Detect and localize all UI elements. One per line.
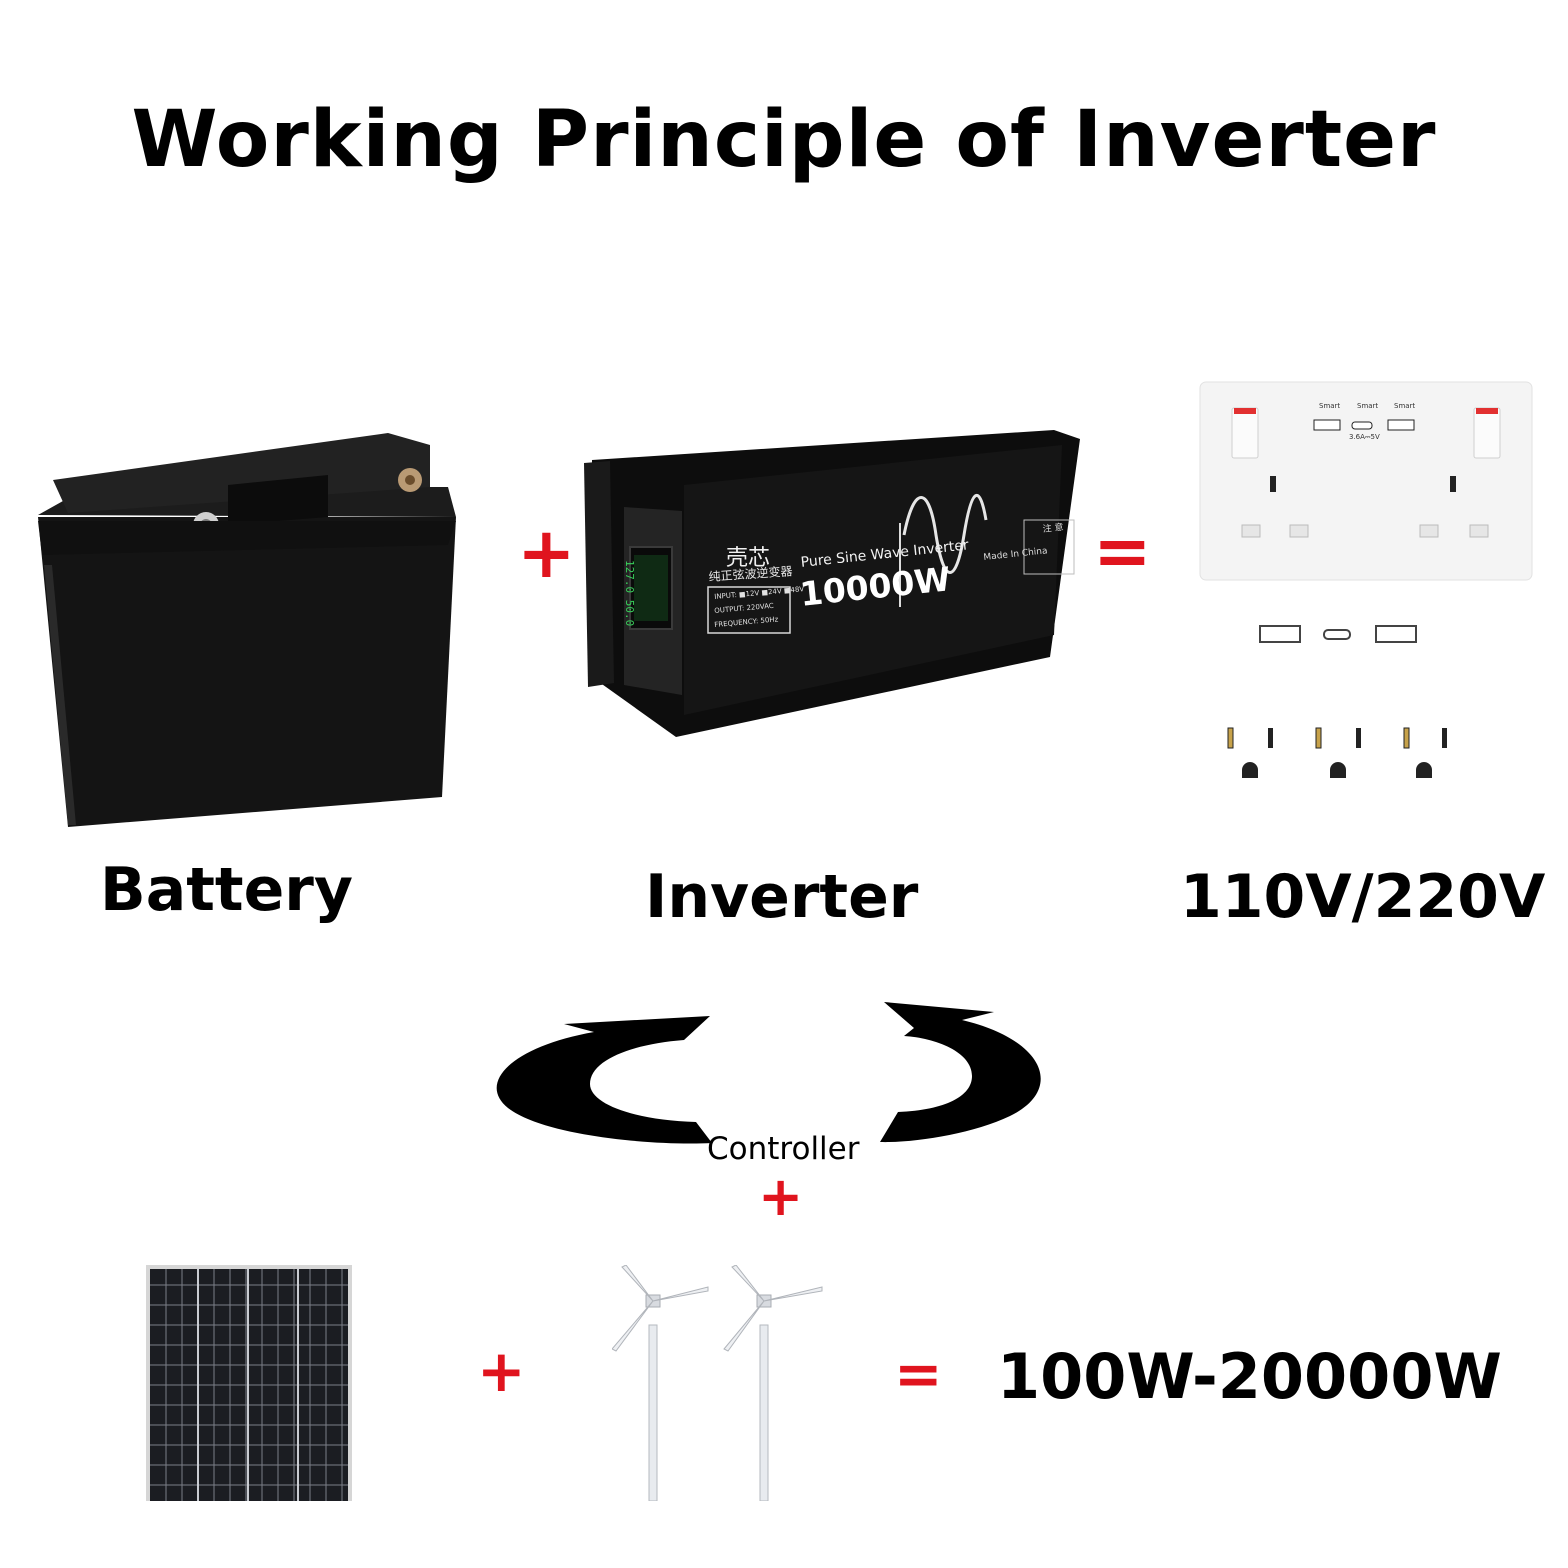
cycle-arrows-icon: [494, 1000, 1046, 1150]
usb-port-label-3: Smart: [1394, 402, 1416, 410]
controller-plus-operator: +: [758, 1165, 804, 1228]
usb-port-rating: 3.6A⎓5V: [1349, 433, 1380, 441]
inverter-caution: 注 意: [1042, 522, 1065, 535]
page-title: Working Principle of Inverter: [131, 95, 1437, 185]
solar-panel-image: [146, 1265, 352, 1501]
inverter-brand: 壳芯: [726, 546, 771, 571]
output-range-label: 100W-20000W: [997, 1340, 1502, 1413]
equals-operator: =: [1093, 510, 1152, 592]
wind-turbines-image: [612, 1265, 827, 1501]
generation-equals-operator: =: [894, 1340, 943, 1408]
plus-operator: +: [517, 512, 576, 594]
inverter-label: Inverter: [645, 862, 919, 932]
inverter-display-reading: 127.0 50.0: [623, 560, 636, 627]
battery-image: [28, 425, 458, 835]
battery-label: Battery: [100, 855, 353, 925]
socket-voltage-label: 110V/220V: [1180, 862, 1546, 932]
inverter-image: [584, 425, 1084, 740]
usb-port-label-2: Smart: [1357, 402, 1379, 410]
generation-plus-operator: +: [477, 1337, 526, 1405]
controller-label: Controller: [707, 1131, 860, 1167]
usb-port-label-1: Smart: [1319, 402, 1341, 410]
wall-socket-image: [1198, 380, 1534, 785]
